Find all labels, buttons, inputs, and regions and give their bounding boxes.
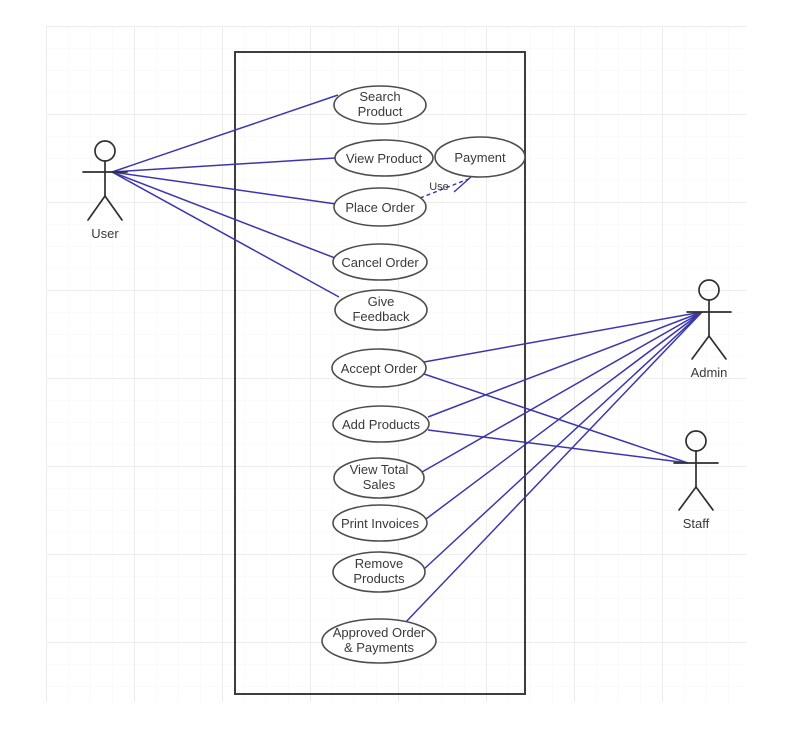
use-case-label-line-2: Feedback [352,309,410,324]
use-case-view-total-sales[interactable]: View Total Sales [333,457,425,499]
use-case-label-line-1: View Total [350,462,409,477]
use-case-label-line-2: Sales [363,477,396,492]
assoc-admin-accept-order [423,311,703,363]
use-case-label-line-2: Products [353,571,405,586]
use-case-ellipse[interactable] [332,243,428,281]
use-case-accept-order[interactable]: Accept Order [331,348,427,388]
use-case-label-line-1: Give [368,294,395,309]
use-case-view-product[interactable]: View Product [334,139,434,177]
use-case-label-line-1: Approved Order [333,625,426,640]
actor-staff[interactable]: Staff [673,430,719,531]
assoc-admin-view-total-sales [421,311,703,473]
actor-leg-right-line [104,195,123,221]
use-case-ellipse[interactable] [333,457,425,499]
actor-head-icon [685,430,707,452]
assoc-user-view-product [111,157,336,173]
use-case-add-products[interactable]: Add Products [332,405,430,443]
assoc-user-place-order [111,171,337,205]
assoc-staff-accept-order [423,373,689,464]
use-case-label-line-1: Cancel Order [341,255,419,270]
actor-leg-right-line [695,486,714,511]
use-case-ellipse[interactable] [332,405,430,443]
actor-label-staff: Staff [683,516,710,531]
assoc-admin-remove-products [422,311,703,571]
assoc-user-give-feedback [111,171,340,298]
actor-head-icon [94,140,116,162]
assoc-admin-add-products [427,311,703,418]
use-case-label-line-1: Accept Order [341,361,418,376]
assoc-user-cancel-order [111,171,336,259]
actor-label-user: User [91,226,119,241]
use-case-ellipse[interactable] [331,348,427,388]
dependency-line-use [419,177,472,199]
dependency-label-use: Use [429,181,449,193]
use-case-label-line-2: Product [358,104,403,119]
association-lines-staff [423,373,689,464]
actor-user[interactable]: User [82,140,128,241]
use-case-search-product[interactable]: Search Product [333,85,427,125]
association-lines-admin [402,311,703,626]
use-case-label-line-1: Payment [454,150,506,165]
use-case-ellipse[interactable] [321,618,437,664]
actor-leg-left-line [691,335,710,360]
use-case-label-line-1: View Product [346,151,423,166]
use-case-give-feedback[interactable]: Give Feedback [334,289,428,331]
dependency-place-order-payment: Use [419,173,474,199]
actor-label-admin: Admin [691,365,728,380]
use-case-remove-products[interactable]: Remove Products [332,551,426,593]
assoc-user-search-product [111,94,339,173]
use-case-print-invoices[interactable]: Print Invoices [332,504,428,542]
use-case-label-line-1: Print Invoices [341,516,420,531]
assoc-staff-add-products [427,429,689,464]
use-case-ellipse[interactable] [334,139,434,177]
use-case-ellipse[interactable] [334,289,428,331]
use-case-label-line-1: Remove [355,556,403,571]
actor-leg-left-line [87,195,106,221]
assoc-admin-approved-order [402,311,703,626]
use-case-ellipse[interactable] [333,187,427,227]
use-case-ellipse[interactable] [332,551,426,593]
actor-head-icon [698,279,720,301]
actor-leg-right-line [708,335,727,360]
actor-admin[interactable]: Admin [686,279,732,380]
system-boundary [234,51,526,695]
use-case-label-line-1: Place Order [345,200,415,215]
use-case-ellipse[interactable] [332,504,428,542]
use-case-place-order[interactable]: Place Order [333,187,427,227]
assoc-admin-print-invoices [425,311,703,520]
association-lines-user [111,94,340,298]
use-case-approved-order-payments[interactable]: Approved Order & Payments [321,618,437,664]
actor-leg-left-line [678,486,697,511]
use-case-cancel-order[interactable]: Cancel Order [332,243,428,281]
use-case-ellipse[interactable] [333,85,427,125]
use-case-label-line-2: & Payments [344,640,415,655]
use-case-label-line-1: Add Products [342,417,421,432]
use-case-label-line-1: Search [359,89,400,104]
use-case-ellipse[interactable] [434,136,526,178]
use-case-payment[interactable]: Payment [434,136,526,178]
